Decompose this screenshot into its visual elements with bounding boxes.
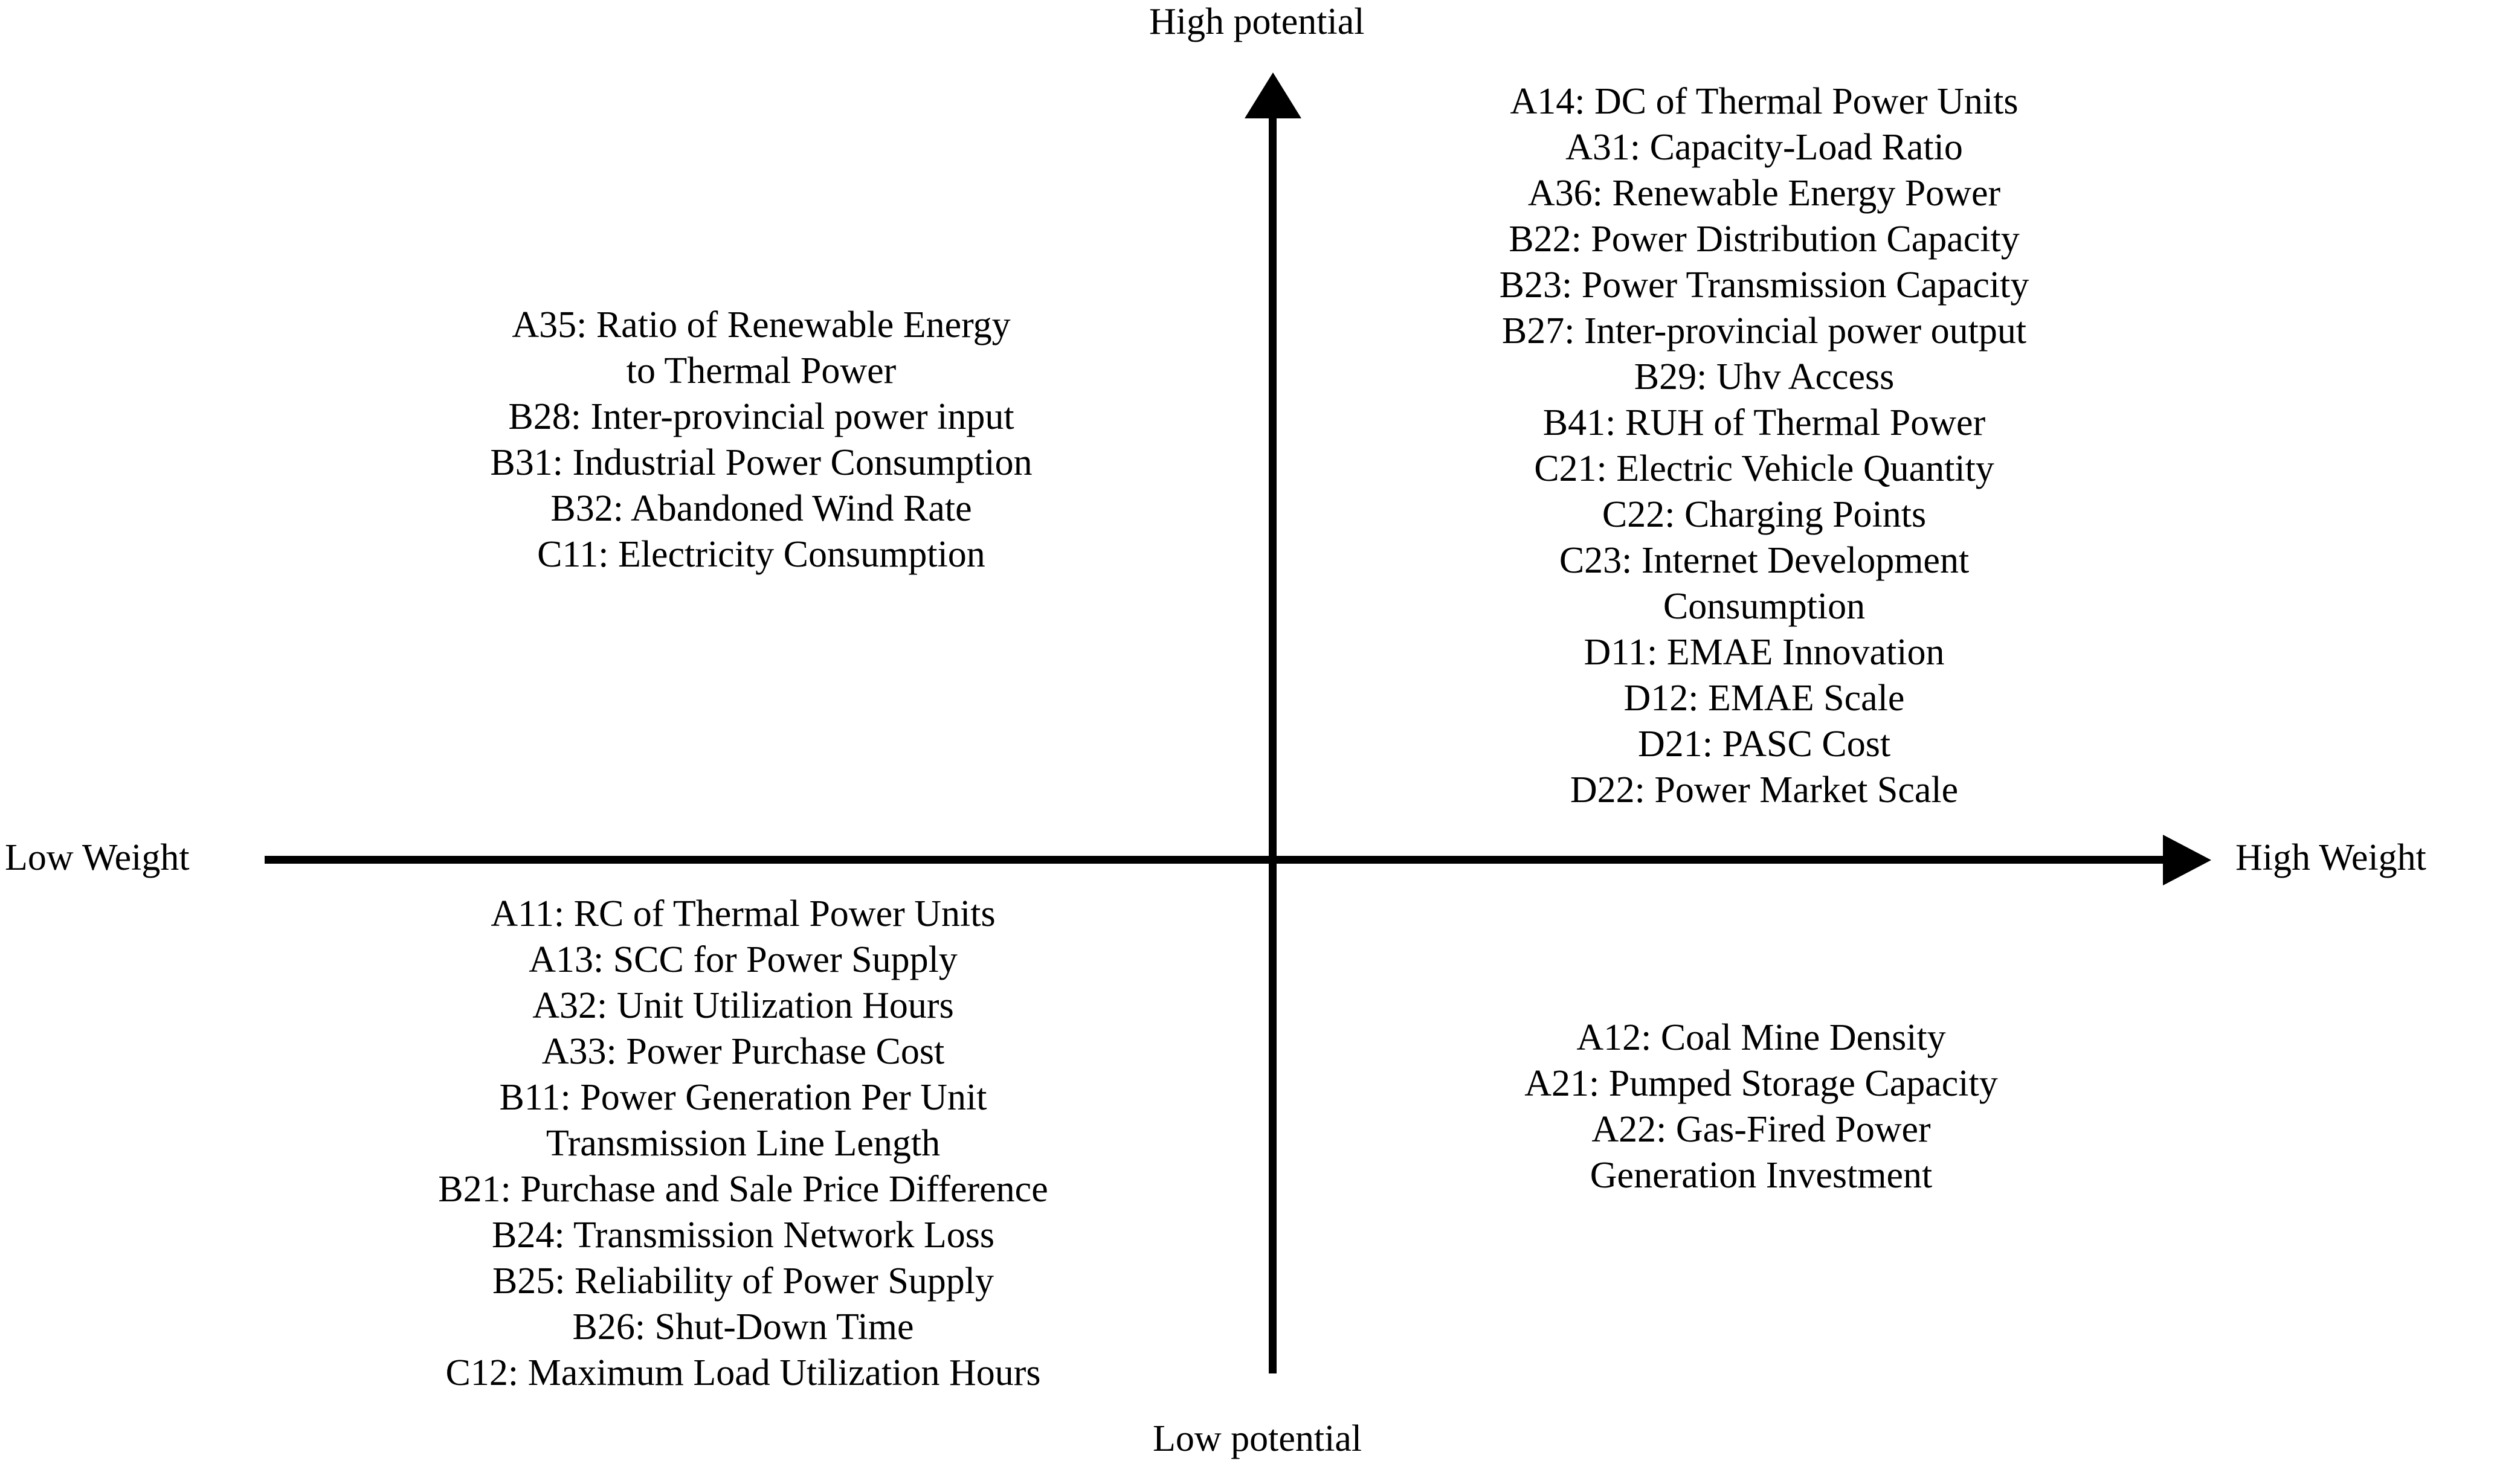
axis-label-low-weight: Low Weight: [5, 837, 190, 878]
quadrant-item: Generation Investment: [1590, 1155, 1933, 1196]
quadrant-item: B31: Industrial Power Consumption: [490, 442, 1033, 483]
axis-label-high-weight: High Weight: [2235, 837, 2426, 878]
quadrant-upper-right-items: A14: DC of Thermal Power Units A31: Capa…: [1323, 79, 2205, 813]
quadrant-lower-right-items: A12: Coal Mine Density A21: Pumped Stora…: [1329, 1015, 2193, 1198]
quadrant-item: A36: Renewable Energy Power: [1527, 173, 2001, 214]
quadrant-item: A12: Coal Mine Density: [1576, 1017, 1946, 1058]
vertical-axis-line: [1269, 108, 1277, 1373]
quadrant-item: B32: Abandoned Wind Rate: [550, 488, 972, 529]
quadrant-item: B21: Purchase and Sale Price Difference: [438, 1169, 1048, 1210]
quadrant-item: C22: Charging Points: [1602, 494, 1927, 535]
quadrant-item: A32: Unit Utilization Hours: [532, 985, 954, 1026]
quadrant-item: C12: Maximum Load Utilization Hours: [445, 1352, 1041, 1393]
quadrant-item: B25: Reliability of Power Supply: [492, 1261, 994, 1302]
quadrant-item: A13: SCC for Power Supply: [529, 939, 958, 980]
quadrant-item: C21: Electric Vehicle Quantity: [1534, 448, 1994, 489]
quadrant-item: B22: Power Distribution Capacity: [1509, 219, 2020, 260]
up-arrowhead-icon: [1245, 72, 1301, 118]
quadrant-item: A22: Gas-Fired Power: [1591, 1109, 1931, 1150]
quadrant-item: Transmission Line Length: [546, 1123, 941, 1164]
quadrant-item: B11: Power Generation Per Unit: [499, 1077, 987, 1118]
quadrant-item: A31: Capacity-Load Ratio: [1565, 127, 1963, 168]
quadrant-item: B26: Shut-Down Time: [572, 1306, 914, 1347]
quadrant-item: D21: PASC Cost: [1637, 724, 1891, 765]
quadrant-upper-left-items: A35: Ratio of Renewable Energy to Therma…: [302, 302, 1220, 577]
quadrant-item: A21: Pumped Storage Capacity: [1524, 1063, 1998, 1104]
quadrant-item: D12: EMAE Scale: [1623, 678, 1905, 719]
quadrant-item: Consumption: [1663, 586, 1866, 627]
quadrant-item: A35: Ratio of Renewable Energy: [512, 304, 1011, 345]
quadrant-item: B24: Transmission Network Loss: [492, 1215, 994, 1256]
quadrant-item: B29: Uhv Access: [1634, 356, 1895, 397]
horizontal-axis-line: [265, 856, 2186, 864]
quadrant-item: D11: EMAE Innovation: [1584, 632, 1945, 673]
quadrant-item: A11: RC of Thermal Power Units: [491, 893, 996, 934]
quadrant-item: B41: RUH of Thermal Power: [1542, 402, 1986, 443]
axis-label-high-potential: High potential: [1149, 1, 1365, 42]
quadrant-item: B28: Inter-provincial power input: [508, 396, 1014, 437]
quadrant-item: D22: Power Market Scale: [1570, 769, 1959, 811]
quadrant-item: A14: DC of Thermal Power Units: [1510, 81, 2019, 122]
quadrant-item: B27: Inter-provincial power output: [1501, 310, 2027, 352]
quadrant-item: to Thermal Power: [626, 350, 897, 391]
right-arrowhead-icon: [2163, 835, 2211, 885]
quadrant-item: C23: Internet Development: [1559, 540, 1970, 581]
quadrant-item: B23: Power Transmission Capacity: [1499, 265, 2029, 306]
quadrant-item: A33: Power Purchase Cost: [541, 1031, 945, 1072]
axis-label-low-potential: Low potential: [1153, 1418, 1362, 1459]
quadrant-lower-left-items: A11: RC of Thermal Power Units A13: SCC …: [266, 891, 1220, 1396]
quadrant-item: C11: Electricity Consumption: [537, 534, 985, 575]
